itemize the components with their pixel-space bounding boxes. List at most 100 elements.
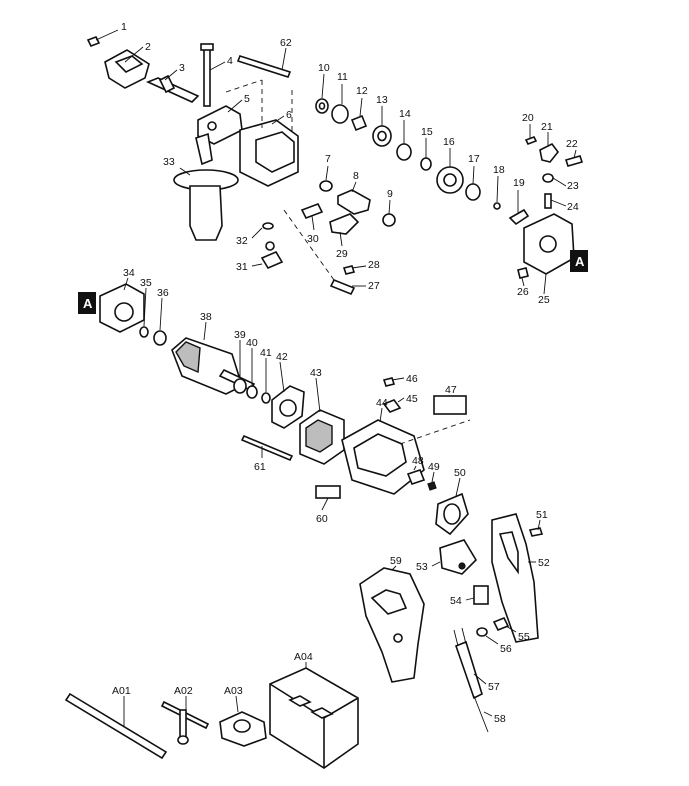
callout-1: 1 xyxy=(121,21,127,33)
motor-assembly xyxy=(99,277,471,536)
callout-16: 16 xyxy=(443,136,455,148)
callout-2: 2 xyxy=(145,41,151,53)
part-8-gear-shaft xyxy=(337,181,371,215)
callout-38: 38 xyxy=(200,311,212,323)
callout-10: 10 xyxy=(318,62,330,74)
part-31-change-lever xyxy=(251,241,284,270)
callout-20: 20 xyxy=(522,112,534,124)
part-27-plunger xyxy=(329,278,366,296)
part-44-motor-housing xyxy=(341,407,425,495)
callout-34: 34 xyxy=(123,267,135,279)
part-41-ring xyxy=(261,358,271,404)
part-51-screw xyxy=(528,519,544,537)
callout-49: 49 xyxy=(428,461,440,473)
part-23-o-ring xyxy=(542,173,567,187)
callout-8: 8 xyxy=(353,170,359,182)
part-58-cord xyxy=(453,627,493,733)
callout-39: 39 xyxy=(234,329,246,341)
part-52-handle-cover xyxy=(491,513,539,643)
part-61-screw xyxy=(240,434,294,462)
part-26-key xyxy=(517,267,529,287)
callout-3: 3 xyxy=(179,62,185,74)
part-19-gasket xyxy=(508,190,530,226)
callout-19: 19 xyxy=(513,177,525,189)
callout-56: 56 xyxy=(500,643,512,655)
part-5-handle-clamp xyxy=(197,99,243,145)
part-62-rod xyxy=(236,47,292,78)
part-9-bearing xyxy=(382,199,396,227)
accessory-A04-carrying-case xyxy=(269,662,359,769)
callout-24: 24 xyxy=(567,201,579,213)
callout-A02: A02 xyxy=(174,685,193,697)
part-36-bearing xyxy=(153,297,167,346)
handle-assembly xyxy=(359,513,544,733)
callout-35: 35 xyxy=(140,277,152,289)
gear-housing-assembly xyxy=(86,29,584,296)
part-10-ring xyxy=(315,73,329,114)
accessory-A03-grip-base xyxy=(219,695,267,747)
accessory-A01-rod xyxy=(64,692,168,760)
part-1-screw xyxy=(86,29,119,48)
callout-30: 30 xyxy=(307,233,319,245)
callout-43: 43 xyxy=(310,367,322,379)
callout-40: 40 xyxy=(246,337,258,349)
part-57-cord-guard xyxy=(454,640,487,700)
part-16-gear xyxy=(436,148,464,194)
callout-44: 44 xyxy=(376,397,388,409)
part-48-brush-holder xyxy=(406,465,426,485)
callout-27: 27 xyxy=(368,280,380,292)
callout-22: 22 xyxy=(566,138,578,150)
part-45-clamp xyxy=(382,397,405,413)
callout-41: 41 xyxy=(260,347,272,359)
part-49-carbon-brush xyxy=(427,471,437,491)
reference-marker-left: A xyxy=(78,292,96,314)
callout-46: 46 xyxy=(406,373,418,385)
callout-57: 57 xyxy=(488,681,500,693)
accessory-A02-chuck-key xyxy=(160,696,210,745)
callout-59: 59 xyxy=(390,555,402,567)
part-2-drill-chuck xyxy=(104,46,150,89)
part-32-o-ring xyxy=(251,222,274,239)
callout-23: 23 xyxy=(567,180,579,192)
callout-52: 52 xyxy=(538,557,550,569)
part-40-bearing xyxy=(246,348,258,399)
reference-marker-right: A xyxy=(570,250,588,272)
part-12-spring xyxy=(350,97,368,132)
part-29-shift-lever xyxy=(329,213,360,247)
part-22-lever xyxy=(564,149,584,167)
part-6-gear-housing xyxy=(239,115,299,187)
callout-54: 54 xyxy=(450,595,462,607)
callout-21: 21 xyxy=(541,121,553,133)
part-43-field xyxy=(299,377,345,465)
part-3-spindle xyxy=(145,69,200,103)
callout-36: 36 xyxy=(157,287,169,299)
part-35-washer xyxy=(139,287,149,338)
callout-26: 26 xyxy=(517,286,529,298)
callout-15: 15 xyxy=(421,126,433,138)
svg-text:A: A xyxy=(575,254,585,269)
callout-28: 28 xyxy=(368,259,380,271)
part-55-cord-clamp xyxy=(492,616,517,633)
callout-50: 50 xyxy=(454,467,466,479)
part-14-washer xyxy=(396,120,412,161)
part-21-knob xyxy=(539,132,560,163)
callout-14: 14 xyxy=(399,108,411,120)
callout-17: 17 xyxy=(468,153,480,165)
callout-31: 31 xyxy=(236,261,248,273)
part-20-pin xyxy=(524,124,538,146)
callout-45: 45 xyxy=(406,393,418,405)
part-15-ring xyxy=(420,138,432,171)
part-34-bearing-retainer xyxy=(99,277,145,333)
part-39-fan-washer xyxy=(233,340,247,394)
part-42-baffle-plate xyxy=(271,361,305,429)
part-54-capacitor xyxy=(465,585,489,605)
part-7-washer xyxy=(319,165,333,192)
part-24-pin xyxy=(544,193,567,209)
part-25-bearing-box xyxy=(523,213,575,295)
part-60-label xyxy=(315,485,341,511)
callout-5: 5 xyxy=(244,93,250,105)
callout-A04: A04 xyxy=(294,651,313,663)
callout-9: 9 xyxy=(387,188,393,200)
callout-51: 51 xyxy=(536,509,548,521)
callout-32: 32 xyxy=(236,235,248,247)
